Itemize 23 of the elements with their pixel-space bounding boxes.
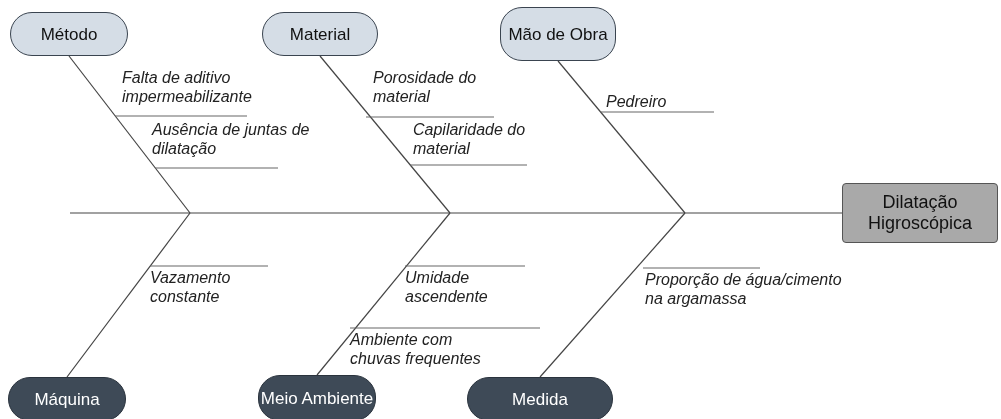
category-pill: Mão de Obra <box>500 7 616 61</box>
cause-text: Ausência de juntas de dilatação <box>152 120 311 158</box>
category-pill: Meio Ambiente <box>258 375 376 419</box>
cause-text: Capilaridade do material <box>413 120 527 158</box>
cause-text: Vazamento constante <box>150 268 232 306</box>
effect-box: Dilatação Higroscópica <box>842 183 998 243</box>
bone-line <box>66 212 191 378</box>
category-pill: Máquina <box>8 377 126 419</box>
bone-line <box>319 55 451 214</box>
cause-text: Porosidade do material <box>373 68 478 106</box>
cause-text: Falta de aditivo impermeabilizante <box>122 68 253 106</box>
category-pill: Material <box>262 12 378 56</box>
cause-text: Proporção de água/cimento na argamassa <box>645 270 843 308</box>
spine-line <box>69 212 843 214</box>
bone-line <box>557 60 686 214</box>
category-pill: Medida <box>467 377 613 419</box>
bone-line <box>68 55 191 214</box>
cause-text: Umidade ascendente <box>405 268 489 306</box>
cause-text: Ambiente com chuvas frequentes <box>350 330 482 368</box>
bone-line <box>539 212 686 378</box>
cause-text: Pedreiro <box>606 92 668 111</box>
category-pill: Método <box>10 12 128 56</box>
bone-line <box>316 212 451 376</box>
